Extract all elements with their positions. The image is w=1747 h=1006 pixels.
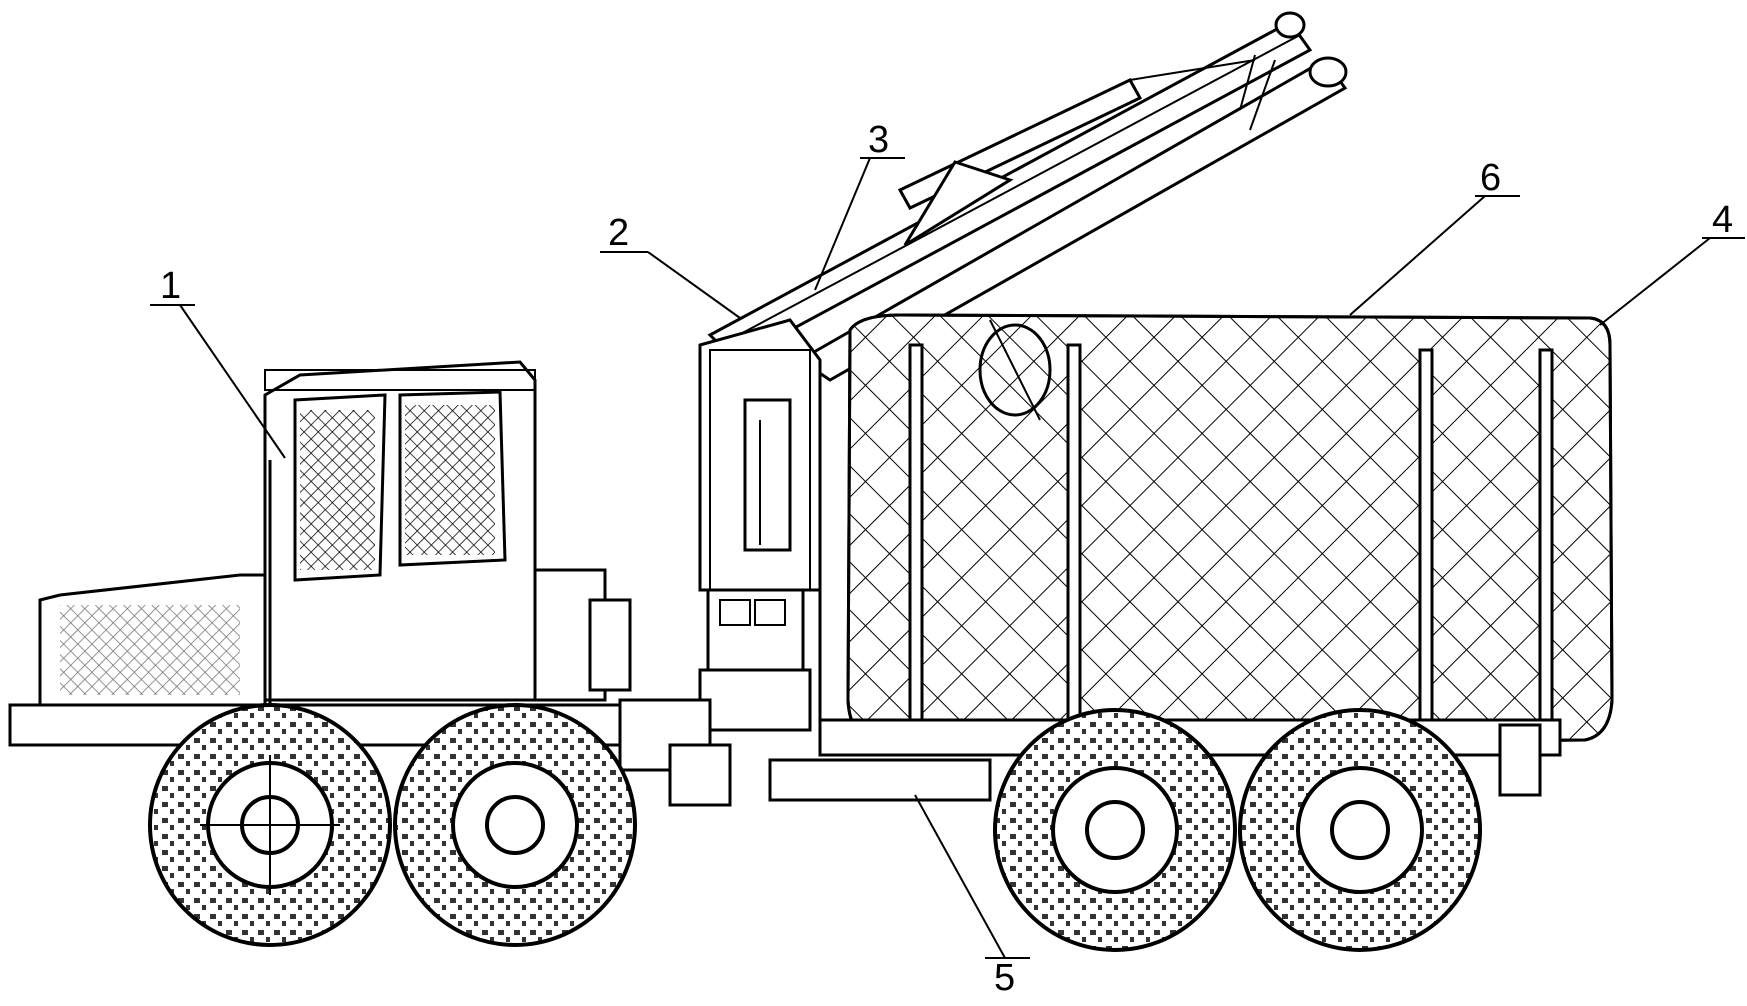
callout-label-1: 1 bbox=[160, 265, 181, 307]
timber-load bbox=[846, 313, 1614, 747]
callout-5: 5 bbox=[914, 794, 1030, 999]
front-wheel-1 bbox=[148, 703, 392, 947]
callout-2: 2 bbox=[600, 212, 741, 319]
callout-label-3: 3 bbox=[868, 119, 889, 161]
front-wheel-2 bbox=[393, 703, 637, 947]
callout-1: 1 bbox=[150, 265, 286, 459]
callout-3: 3 bbox=[814, 119, 905, 291]
callout-label-4: 4 bbox=[1712, 199, 1733, 241]
crane-column bbox=[698, 318, 822, 750]
callout-label-2: 2 bbox=[608, 212, 629, 254]
callout-6: 6 bbox=[1349, 157, 1520, 316]
rear-wheel-2 bbox=[1238, 708, 1482, 952]
crane-boom bbox=[707, 11, 1348, 382]
operator-cab bbox=[263, 360, 537, 710]
callout-4: 4 bbox=[1599, 199, 1745, 326]
rear-wheel-1 bbox=[993, 708, 1237, 952]
callout-label-6: 6 bbox=[1480, 157, 1501, 199]
callout-label-5: 5 bbox=[994, 957, 1015, 999]
